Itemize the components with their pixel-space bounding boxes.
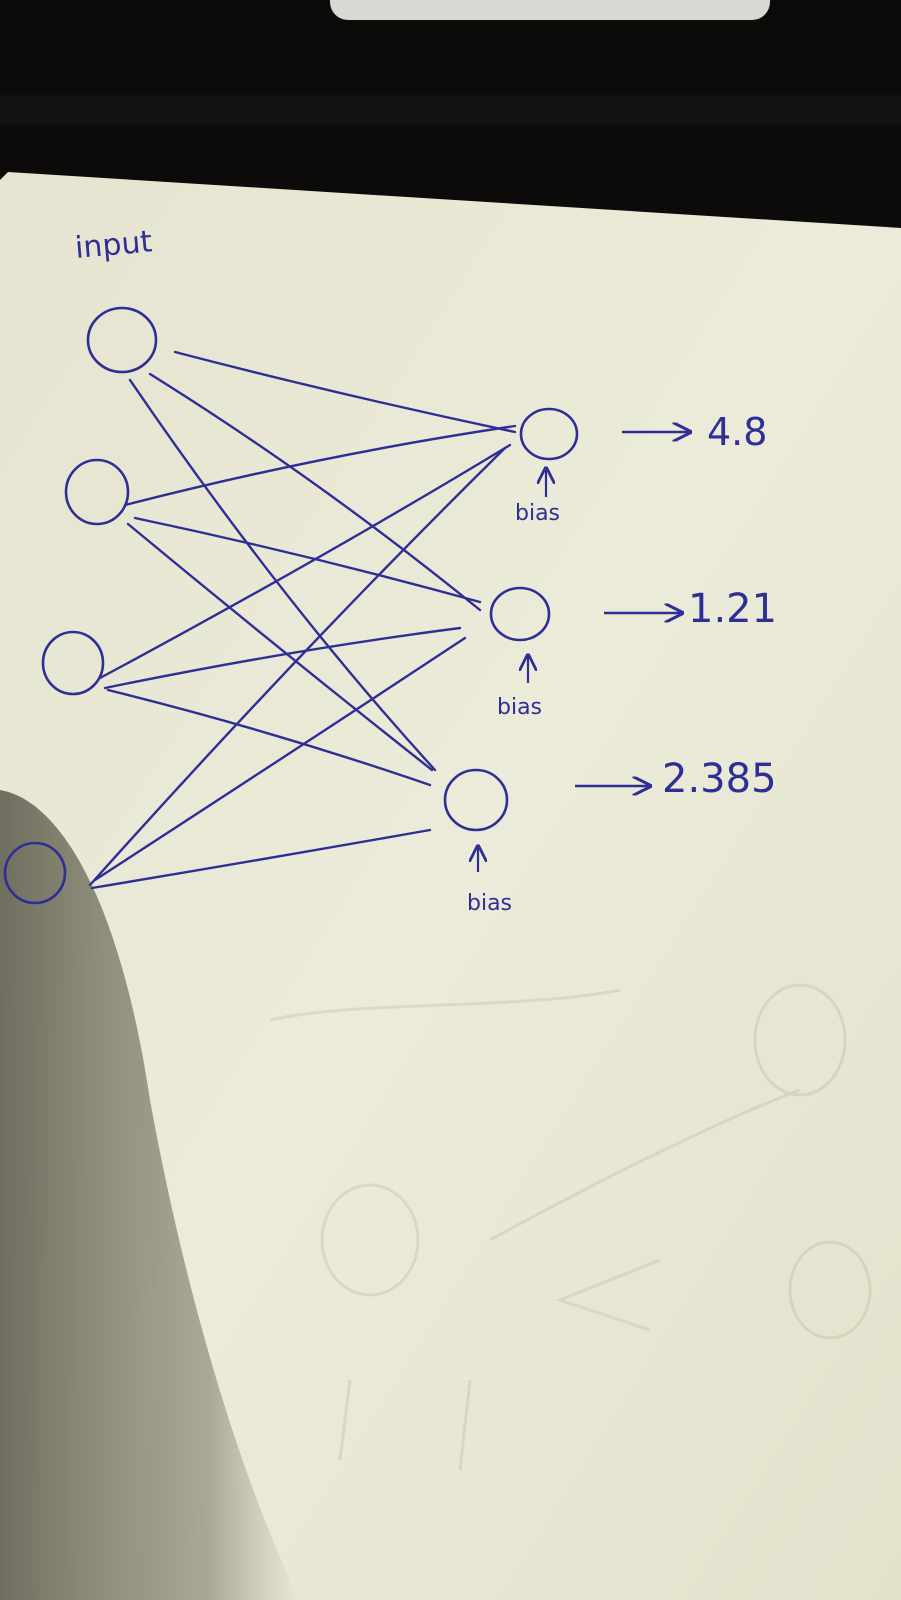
input-node-4	[3, 841, 67, 905]
device-edge	[330, 0, 770, 20]
edge-in4-out1	[88, 446, 507, 887]
hand-shadow	[0, 790, 300, 1600]
edge-in2-out2	[133, 516, 482, 604]
desk-edge	[0, 95, 901, 125]
edge-in4-out2	[93, 636, 467, 882]
edge-in3-out1	[98, 443, 512, 680]
paper-sheet	[0, 172, 901, 1600]
output-node-1	[519, 407, 579, 461]
connections	[88, 350, 517, 890]
edge-in1-out2	[148, 372, 482, 612]
edge-in2-out1	[123, 424, 517, 507]
edge-in2-out3	[126, 522, 434, 772]
edge-in3-out3	[106, 688, 432, 787]
output-arrows	[575, 432, 688, 786]
edge-in4-out3	[90, 828, 432, 890]
bias-label-1: bias	[515, 501, 560, 526]
edge-in3-out2	[103, 626, 462, 690]
output-layer	[443, 407, 579, 832]
edge-in1-out3	[128, 378, 437, 772]
input-node-2	[64, 458, 130, 526]
edge-in1-out1	[173, 350, 517, 434]
input-node-3	[41, 630, 105, 696]
bias-label-2: bias	[497, 695, 542, 720]
input-node-1	[86, 306, 158, 374]
output-node-2	[489, 586, 551, 642]
input-layer	[3, 306, 158, 905]
output-value-3: 2.385	[662, 756, 777, 802]
bias-arrows	[478, 470, 546, 872]
output-value-1: 4.8	[707, 410, 767, 454]
output-node-3	[443, 768, 509, 832]
input-label: input	[74, 224, 154, 266]
bias-label-3: bias	[467, 891, 512, 916]
output-value-2: 1.21	[688, 586, 777, 632]
page-impressions	[269, 983, 872, 1471]
